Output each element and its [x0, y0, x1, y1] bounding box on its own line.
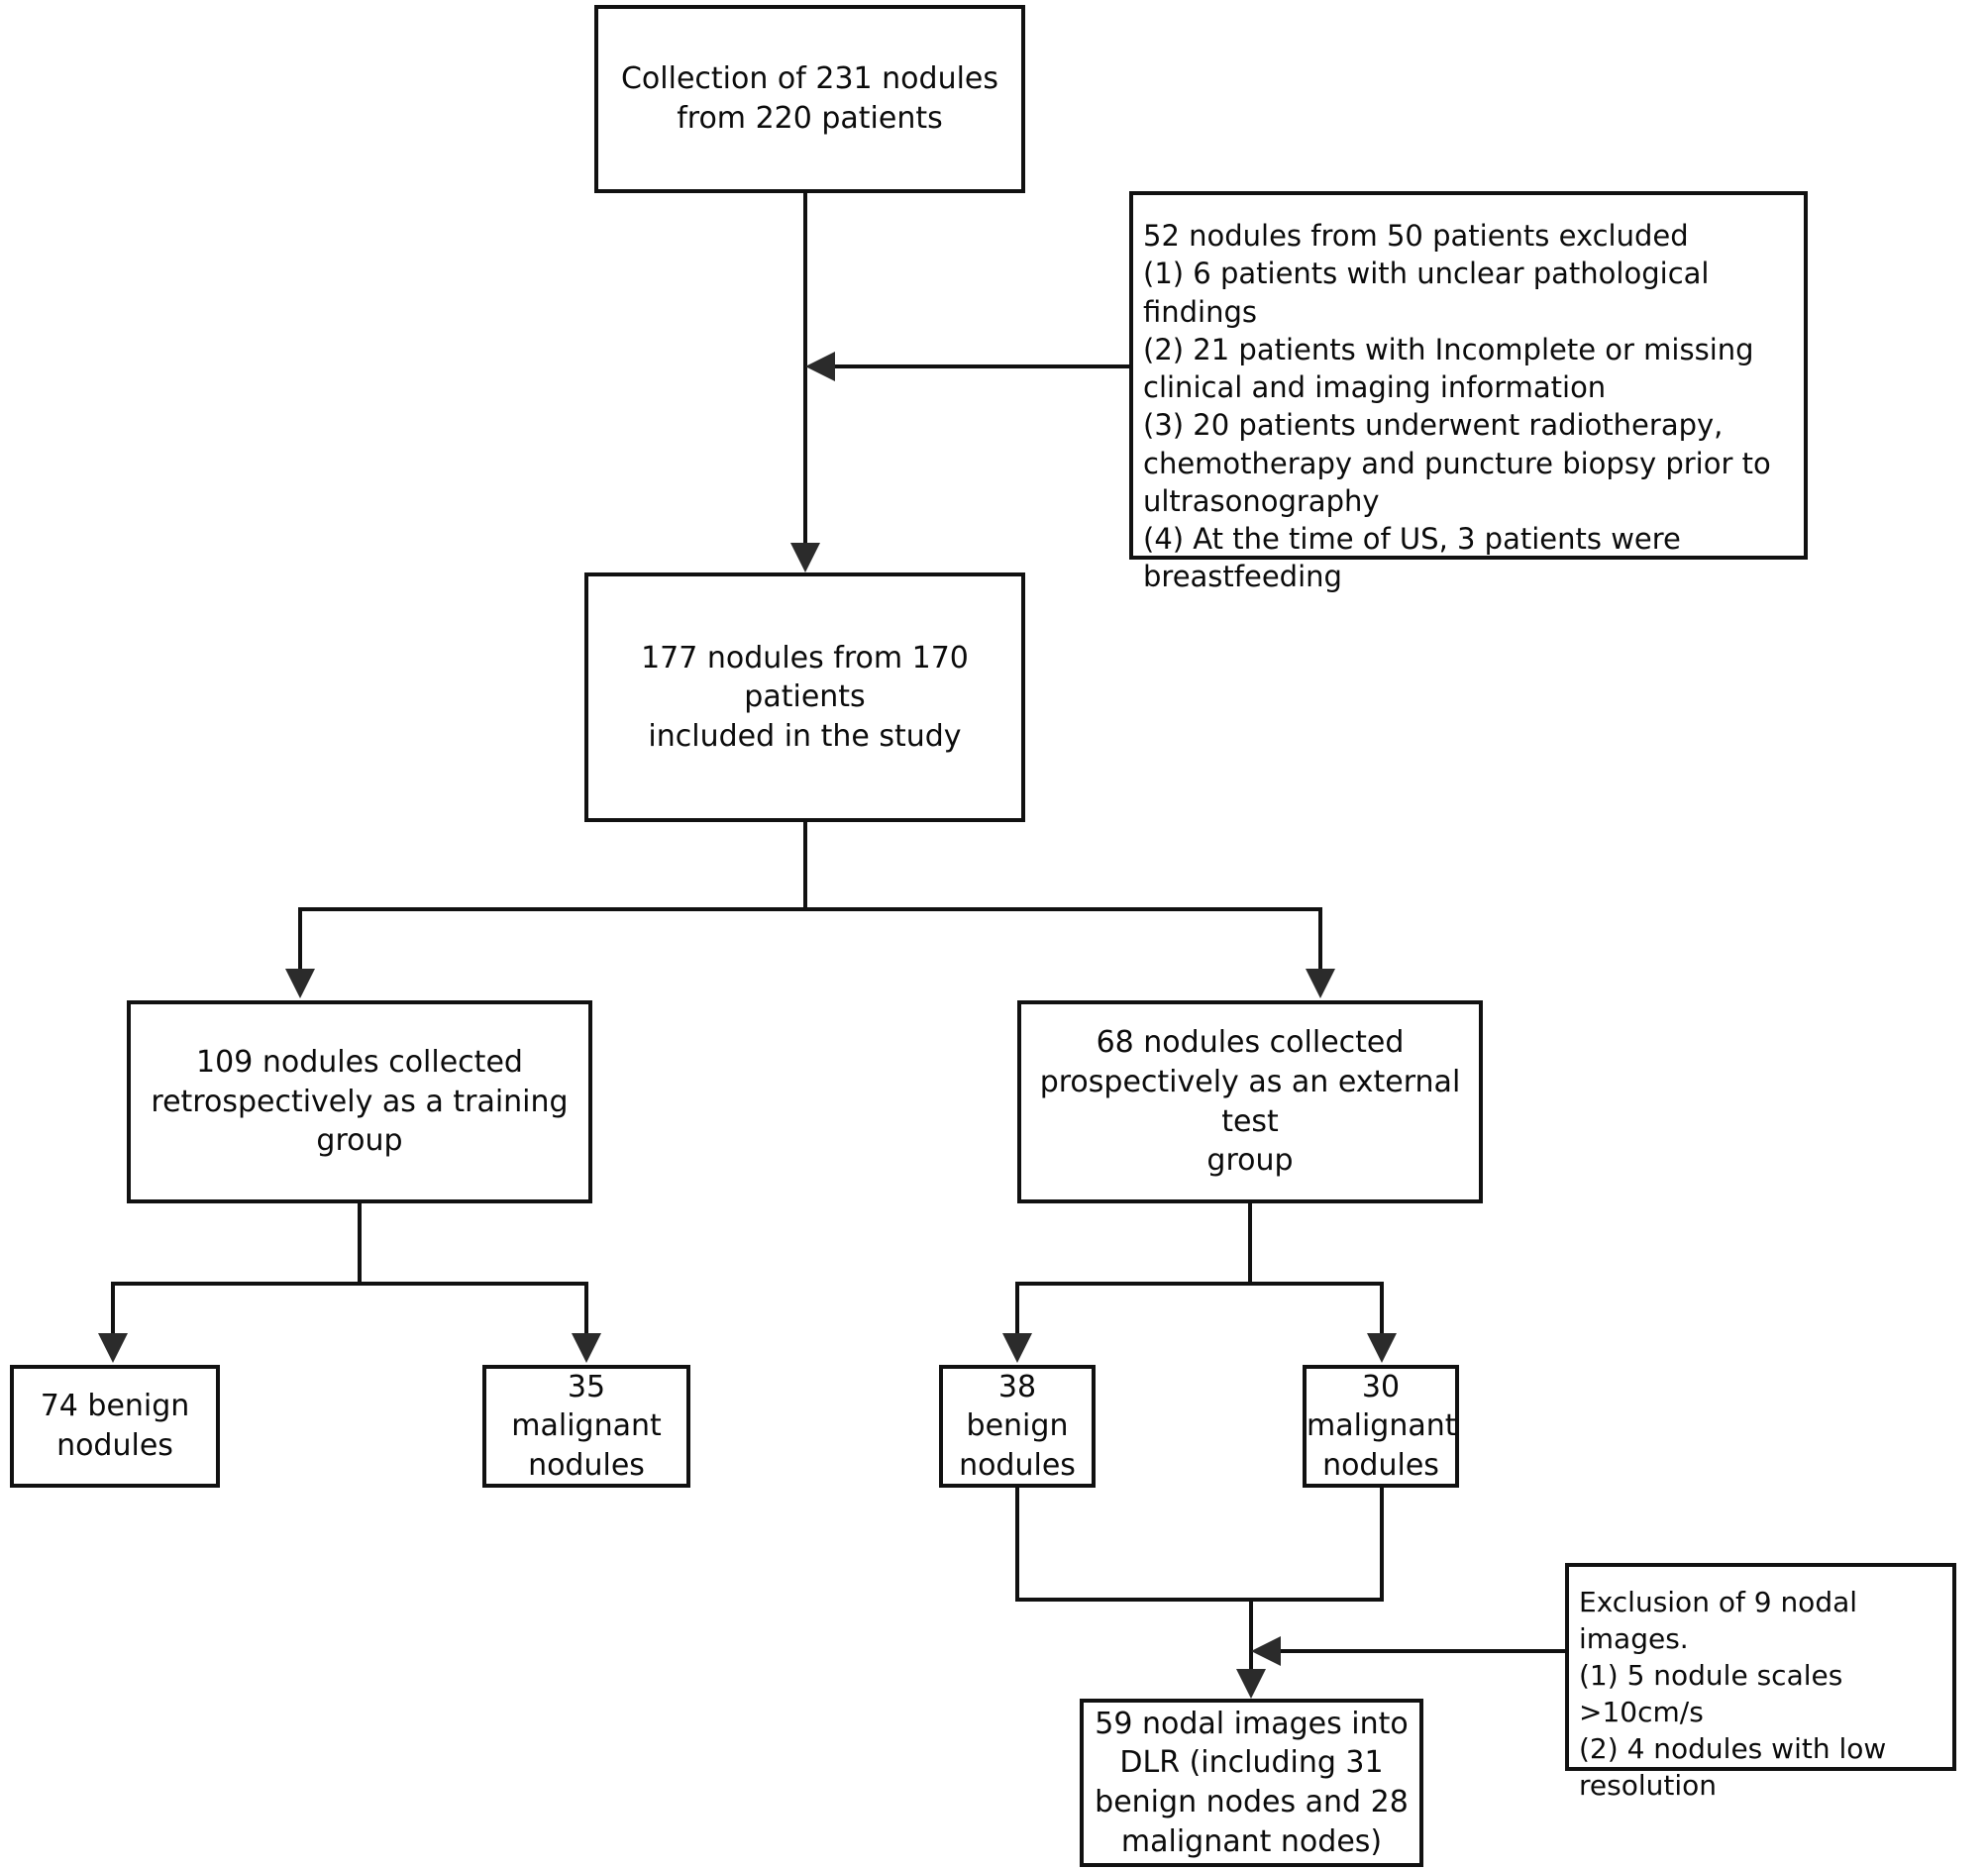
- connector-training-stem: [358, 1203, 362, 1286]
- connector-testing-bus: [1015, 1282, 1384, 1286]
- connector-training-to-benign: [111, 1282, 115, 1335]
- connector-testing-to-malignant: [1380, 1282, 1384, 1335]
- arrowhead-testing-to-malignant: [1367, 1333, 1397, 1363]
- arrowhead-merge-to-dlr: [1236, 1669, 1266, 1699]
- node-dlr-label: 59 nodal images into DLR (including 31 b…: [1095, 1706, 1409, 1859]
- node-testing-benign: 38 benign nodules: [939, 1365, 1096, 1488]
- node-training-group-label: 109 nodules collected retrospectively as…: [151, 1045, 569, 1159]
- connector-training-to-malignant: [584, 1282, 588, 1335]
- arrowhead-collection-to-included: [790, 543, 820, 572]
- node-testing-group: 68 nodules collected prospectively as an…: [1017, 1000, 1483, 1203]
- connector-exclusion-bottom-to-dlr: [1281, 1649, 1568, 1653]
- arrowhead-training-to-malignant: [572, 1333, 601, 1363]
- arrowhead-included-to-testing: [1306, 969, 1335, 998]
- node-collection: Collection of 231 nodules from 220 patie…: [594, 5, 1025, 193]
- node-testing-malignant-label: 30 malignant nodules: [1307, 1369, 1457, 1483]
- arrowhead-exclusion-top: [805, 352, 835, 381]
- connector-training-bus: [111, 1282, 588, 1286]
- node-training-malignant: 35 malignant nodules: [482, 1365, 690, 1488]
- connector-dlr-merge-bus: [1015, 1598, 1384, 1602]
- node-included-label: 177 nodules from 170 patients included i…: [641, 640, 969, 754]
- connector-dlr-stem: [1249, 1598, 1253, 1672]
- node-testing-benign-label: 38 benign nodules: [959, 1369, 1076, 1483]
- connector-included-stem: [803, 822, 807, 911]
- connector-included-to-training: [298, 907, 302, 971]
- node-exclusion-top: 52 nodules from 50 patients excluded (1)…: [1129, 191, 1808, 593]
- arrowhead-training-to-benign: [98, 1333, 128, 1363]
- node-training-benign: 74 benign nodules: [10, 1365, 220, 1488]
- node-training-malignant-label: 35 malignant nodules: [511, 1369, 662, 1483]
- connector-testing-stem: [1248, 1203, 1252, 1286]
- node-training-group: 109 nodules collected retrospectively as…: [127, 1000, 592, 1203]
- node-exclusion-bottom-label: Exclusion of 9 nodal images. (1) 5 nodul…: [1579, 1586, 1887, 1802]
- connector-included-bus: [298, 907, 1322, 911]
- arrowhead-testing-to-benign: [1002, 1333, 1032, 1363]
- connector-test-malignant-down: [1380, 1488, 1384, 1602]
- arrowhead-included-to-training: [285, 969, 315, 998]
- arrowhead-exclusion-bottom: [1251, 1636, 1281, 1666]
- connector-test-benign-down: [1015, 1488, 1019, 1602]
- connector-included-to-testing: [1318, 907, 1322, 971]
- connector-testing-to-benign: [1015, 1282, 1019, 1335]
- node-collection-label: Collection of 231 nodules from 220 patie…: [620, 61, 999, 136]
- node-included: 177 nodules from 170 patients included i…: [584, 572, 1025, 822]
- node-dlr: 59 nodal images into DLR (including 31 b…: [1080, 1699, 1423, 1867]
- node-exclusion-top-label: 52 nodules from 50 patients excluded (1)…: [1143, 219, 1771, 594]
- connector-exclusion-top-to-trunk: [835, 364, 1132, 368]
- node-testing-malignant: 30 malignant nodules: [1303, 1365, 1459, 1488]
- node-training-benign-label: 74 benign nodules: [40, 1389, 190, 1463]
- node-testing-group-label: 68 nodules collected prospectively as an…: [1039, 1025, 1461, 1179]
- node-exclusion-bottom: Exclusion of 9 nodal images. (1) 5 nodul…: [1565, 1563, 1956, 1802]
